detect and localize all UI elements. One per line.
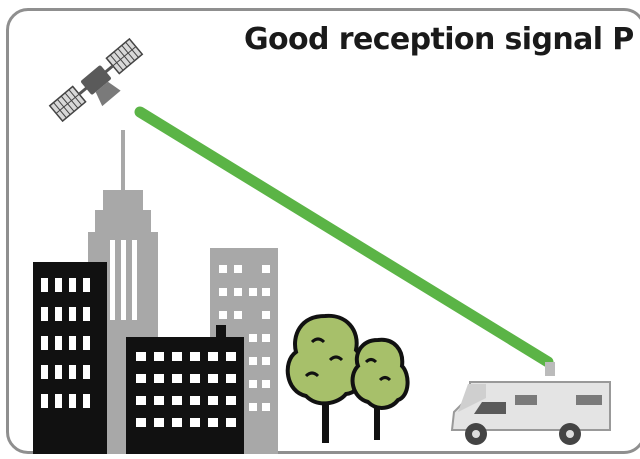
office-building-icon (33, 262, 107, 454)
motorhome-icon (450, 362, 611, 445)
tree-icon (350, 337, 410, 440)
office-building-icon (126, 325, 244, 454)
signal-beam (134, 106, 554, 368)
satellite-icon (48, 37, 144, 123)
tree-icon (285, 313, 366, 443)
diagram-title: Good reception signal P (244, 22, 634, 57)
